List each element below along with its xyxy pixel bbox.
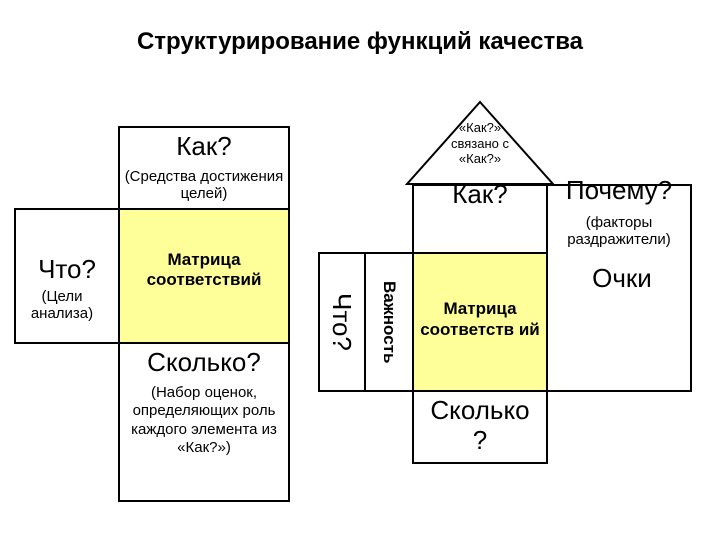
right-why-note: (факторы раздражители) — [567, 214, 671, 249]
left-how-much-heading: Сколько? — [147, 347, 261, 377]
left-how-much-box — [118, 342, 290, 502]
right-matrix-box — [412, 252, 548, 392]
left-what-box — [14, 208, 120, 344]
right-what-box — [318, 252, 366, 392]
page-title: Структурирование функций качества — [136, 28, 584, 55]
right-how-much-heading: Сколько ? — [430, 395, 530, 455]
left-matrix-label: Матрица соответствий — [146, 250, 262, 289]
left-what-note: (Цели анализа) — [30, 288, 94, 323]
right-importance-vertical: Важность — [380, 280, 399, 364]
right-matrix-label: Матрица соответств ий — [420, 299, 540, 340]
right-why-heading: Почему? — [565, 175, 673, 205]
left-how-box — [118, 126, 290, 210]
right-roof-note: «Как?» связано с «Как?» — [450, 120, 509, 167]
left-what-heading: Что? — [38, 254, 96, 284]
left-how-note: (Средства достижения целей) — [124, 168, 284, 203]
right-why-box — [546, 184, 692, 392]
right-importance-box — [364, 252, 414, 392]
right-how-heading: Как? — [452, 179, 508, 209]
left-how-much-note: (Набор оценок, определяющих роль каждого… — [131, 384, 277, 456]
left-how-heading: Как? — [176, 131, 232, 161]
right-what-vertical: Что? — [327, 293, 357, 351]
right-how-much-box — [412, 390, 548, 464]
right-glasses-label: Очки — [592, 263, 652, 293]
